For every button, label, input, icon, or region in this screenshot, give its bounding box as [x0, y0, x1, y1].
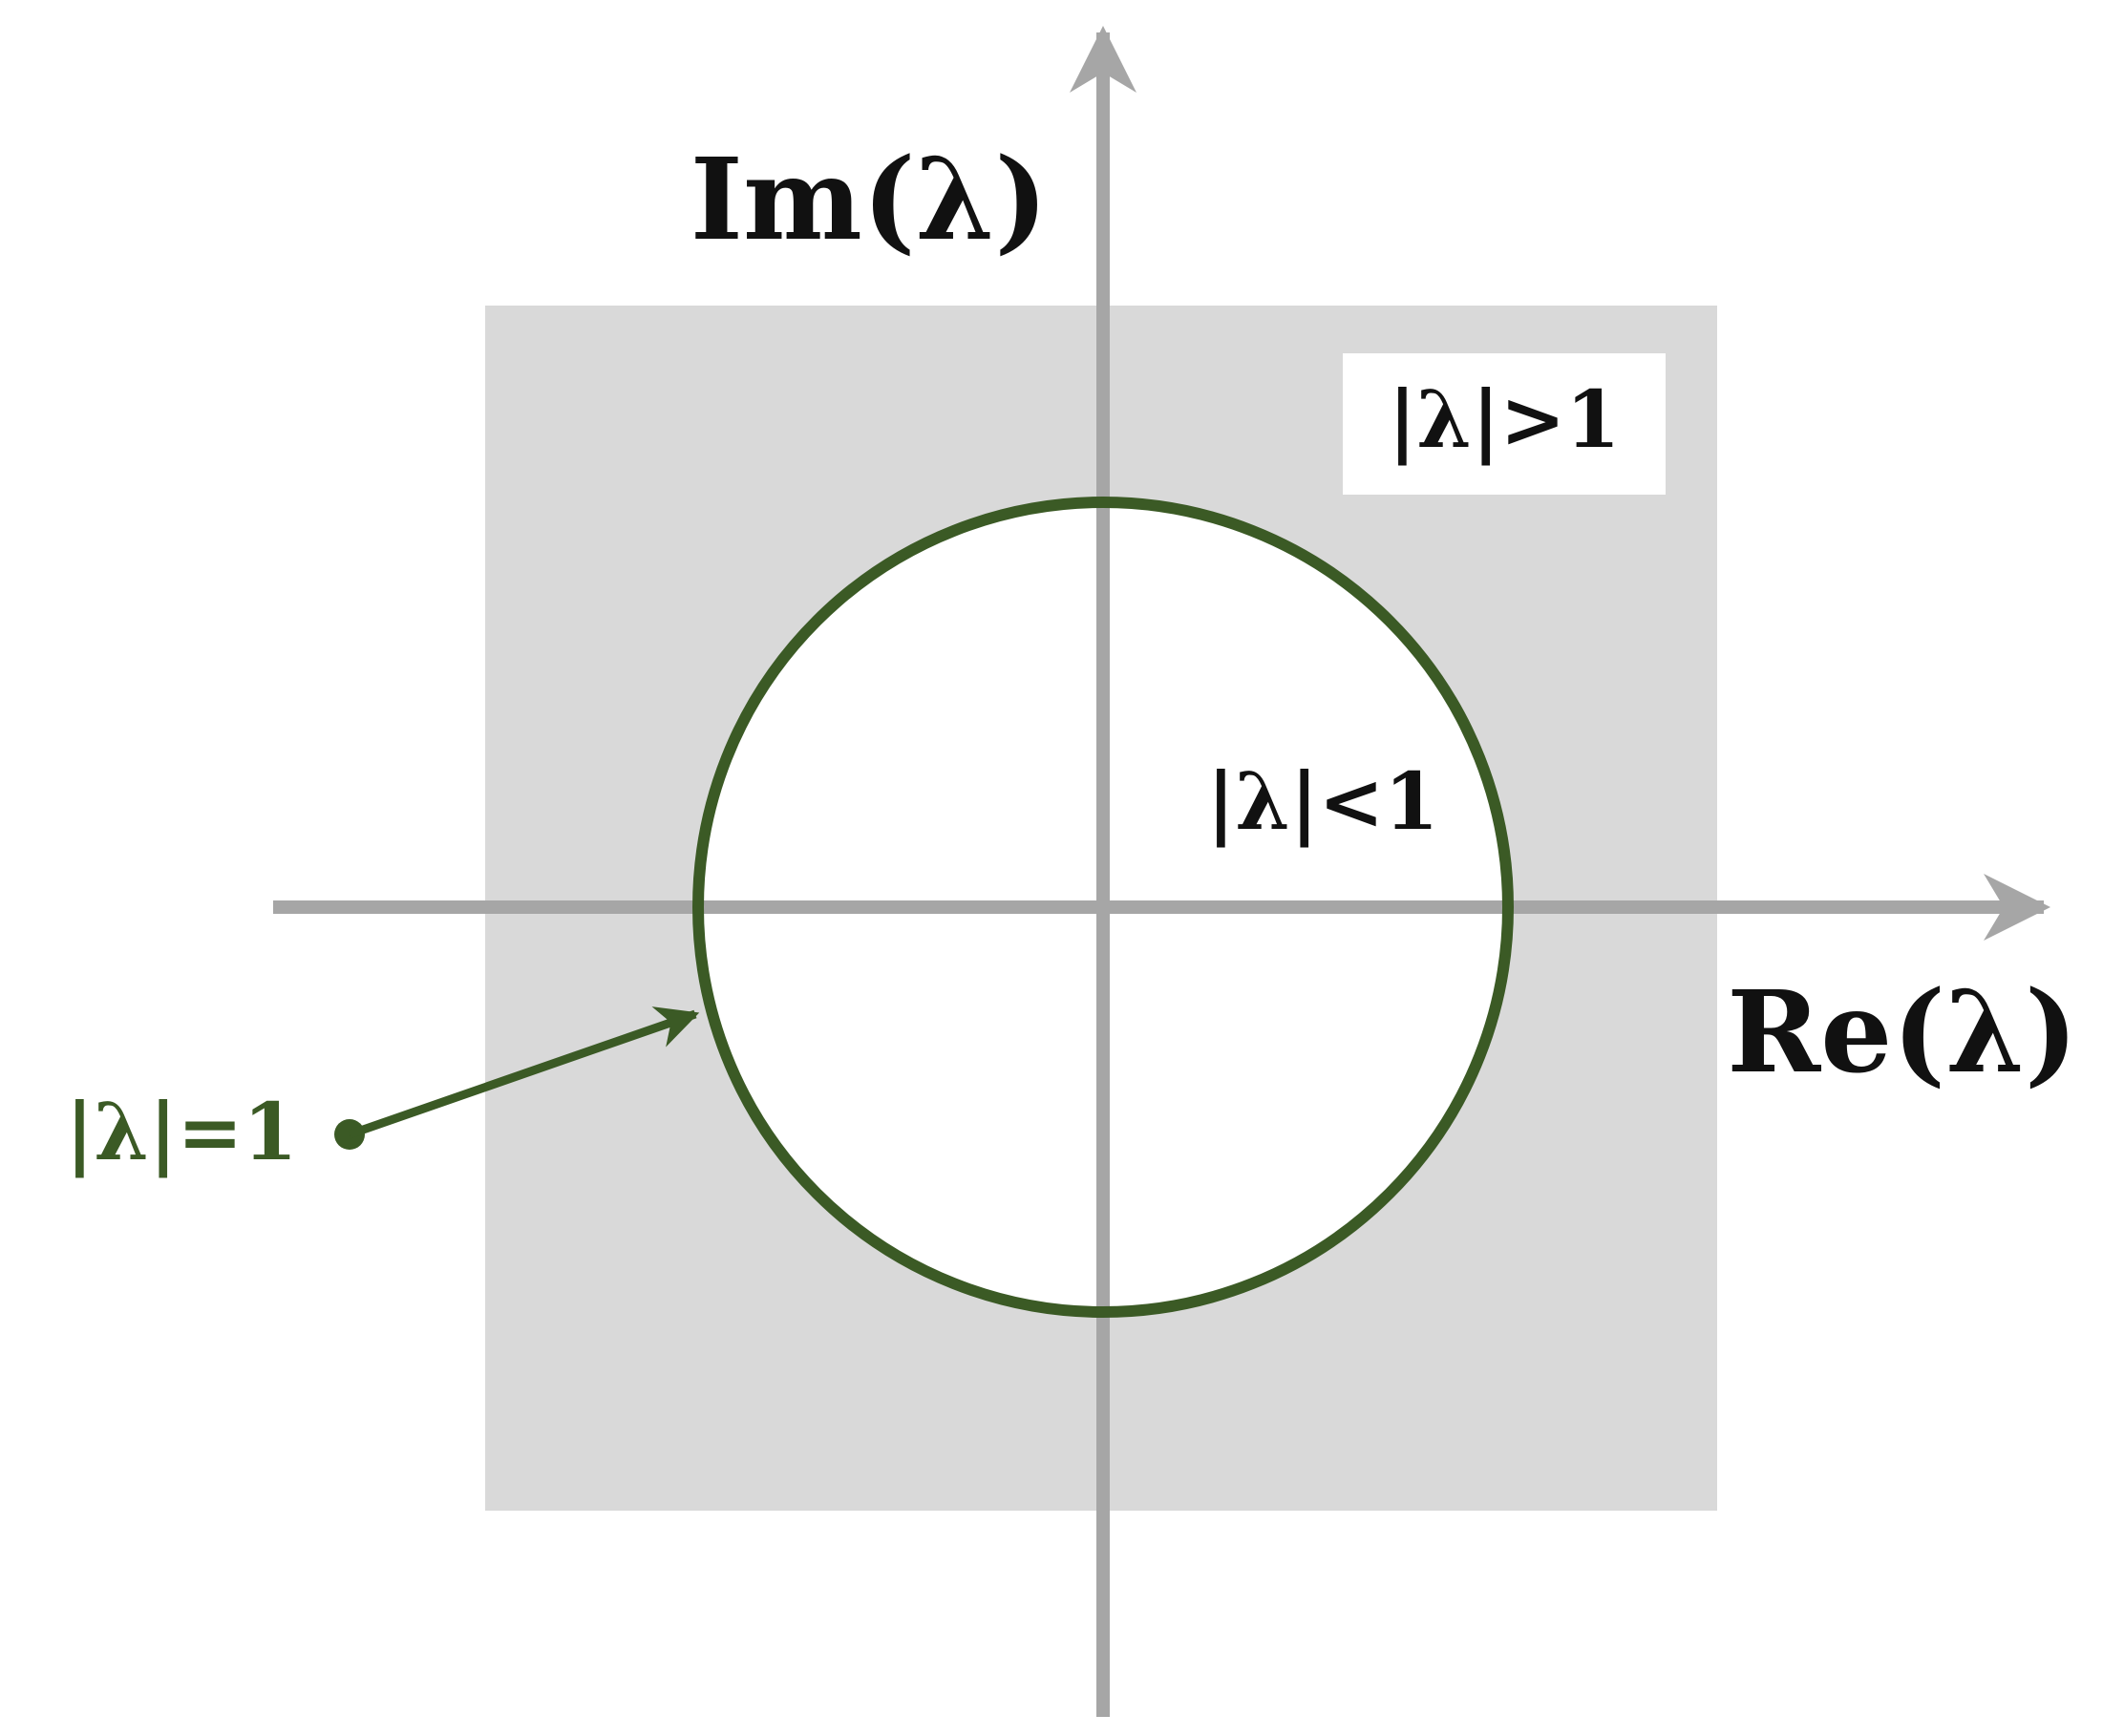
boundary-label-box — [23, 1060, 350, 1205]
inside-region-label: |λ|<1 — [1207, 756, 1439, 848]
real-axis-label: Re(λ) — [1727, 965, 2078, 1098]
boundary-label: |λ|=1 — [66, 1087, 298, 1178]
imaginary-axis-label: Im(λ) — [690, 133, 1048, 265]
unit-circle — [692, 497, 1514, 1318]
pointer-arrow — [348, 1006, 700, 1139]
outside-region-label: |λ|>1 — [1389, 374, 1621, 466]
outside-label-box — [1343, 353, 1666, 495]
